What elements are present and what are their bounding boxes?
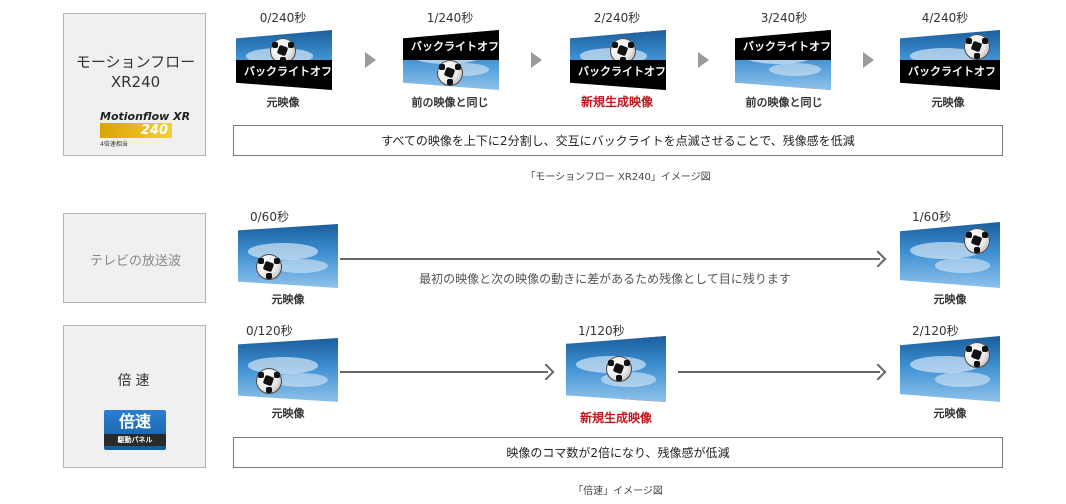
step-arrow-icon [365,52,376,68]
soccer-ball-icon [964,34,990,60]
frame-caption: 元映像 [931,96,965,109]
broadcast-label: テレビの放送波 [89,254,181,269]
motionflow-label-line1: モーションフロー [75,53,196,71]
frame-time: 1/240秒 [426,11,474,25]
soccer-ball-icon [610,38,636,64]
double-speed-badge-main: 倍速 [118,412,151,431]
soccer-ball-icon [964,342,990,368]
tv-frame-speed-1-generated [566,336,666,402]
arrow-right-icon [869,250,887,268]
broadcast-caption-right: 元映像 [933,293,967,306]
backlight-off-label: バックライトオフ [578,65,666,78]
soccer-ball-icon [270,38,296,64]
frame-time: 3/240秒 [760,11,808,25]
motionflow-logo-sub: 4倍速相当 [100,141,128,148]
double-speed-badge-sub: 駆動パネル [104,434,166,446]
frame-caption: 前の映像と同じ [411,96,489,109]
double-speed-label: 倍速 [117,373,154,389]
frame-time: 0/240秒 [259,11,307,25]
backlight-off-label: バックライトオフ [908,65,996,78]
arrow-right-icon [869,363,887,381]
broadcast-caption-left: 元映像 [271,293,305,306]
tv-frame-broadcast-1 [900,222,1000,288]
backlight-off-label: バックライトオフ [244,65,332,78]
soccer-ball-icon [256,254,282,280]
speed-caption-2: 元映像 [933,407,967,420]
double-speed-note: 映像のコマ数が2倍になり、残像感が低減 [233,437,1003,468]
tv-frame-1: バックライトオフ [403,30,499,90]
tv-frame-broadcast-0 [238,224,338,288]
double-speed-label-box: 倍速 倍速 駆動パネル [63,325,206,468]
soccer-ball-icon [606,356,632,382]
step-arrow-icon [698,52,709,68]
soccer-ball-icon [437,60,463,86]
motionflow-label-line2: XR240 [110,73,161,91]
broadcast-arrow-line [340,258,880,260]
speed-time-2: 2/120秒 [912,324,959,338]
double-speed-badge: 倍速 駆動パネル [104,410,166,450]
double-speed-image-caption: 「倍速」イメージ図 [573,486,663,497]
backlight-off-label: バックライトオフ [743,40,831,53]
motionflow-label-box: モーションフロー XR240 Motionflow XR 240 4倍速相当 [63,13,206,156]
broadcast-time-left: 0/60秒 [250,210,289,224]
speed-time-0: 0/120秒 [246,324,293,338]
tv-frame-0: バックライトオフ [236,30,332,90]
motionflow-logo-text: Motionflow XR [100,110,191,123]
broadcast-arrow-text: 最初の映像と次の映像の動きに差があるため残像として目に残ります [419,272,791,286]
tv-frame-3: バックライトオフ [735,30,831,90]
motionflow-image-caption: 「モーションフロー XR240」イメージ図 [525,172,711,183]
frame-time: 2/240秒 [593,11,641,25]
step-arrow-icon [863,52,874,68]
frame-caption-generated: 新規生成映像 [580,95,653,109]
soccer-ball-icon [964,228,990,254]
motionflow-logo-number: 240 [100,123,172,138]
broadcast-time-right: 1/60秒 [912,210,951,224]
backlight-off-label: バックライトオフ [411,40,499,53]
speed-caption-0: 元映像 [271,407,305,420]
frame-caption: 元映像 [266,96,300,109]
speed-arrow-line-1 [340,371,548,373]
frame-time: 4/240秒 [921,11,969,25]
tv-frame-2-generated: バックライトオフ [570,30,666,90]
speed-caption-1-generated: 新規生成映像 [579,411,652,425]
speed-time-1: 1/120秒 [578,324,625,338]
tv-frame-speed-0 [238,338,338,402]
tv-frame-4: バックライトオフ [900,30,1000,90]
frame-caption: 前の映像と同じ [745,96,823,109]
step-arrow-icon [531,52,542,68]
arrow-right-icon [537,363,555,381]
tv-frame-speed-2 [900,336,1000,402]
motionflow-note: すべての映像を上下に2分割し、交互にバックライトを点滅させることで、残像感を低減 [233,125,1003,156]
speed-arrow-line-2 [678,371,880,373]
soccer-ball-icon [256,368,282,394]
broadcast-label-box: テレビの放送波 [63,213,206,303]
